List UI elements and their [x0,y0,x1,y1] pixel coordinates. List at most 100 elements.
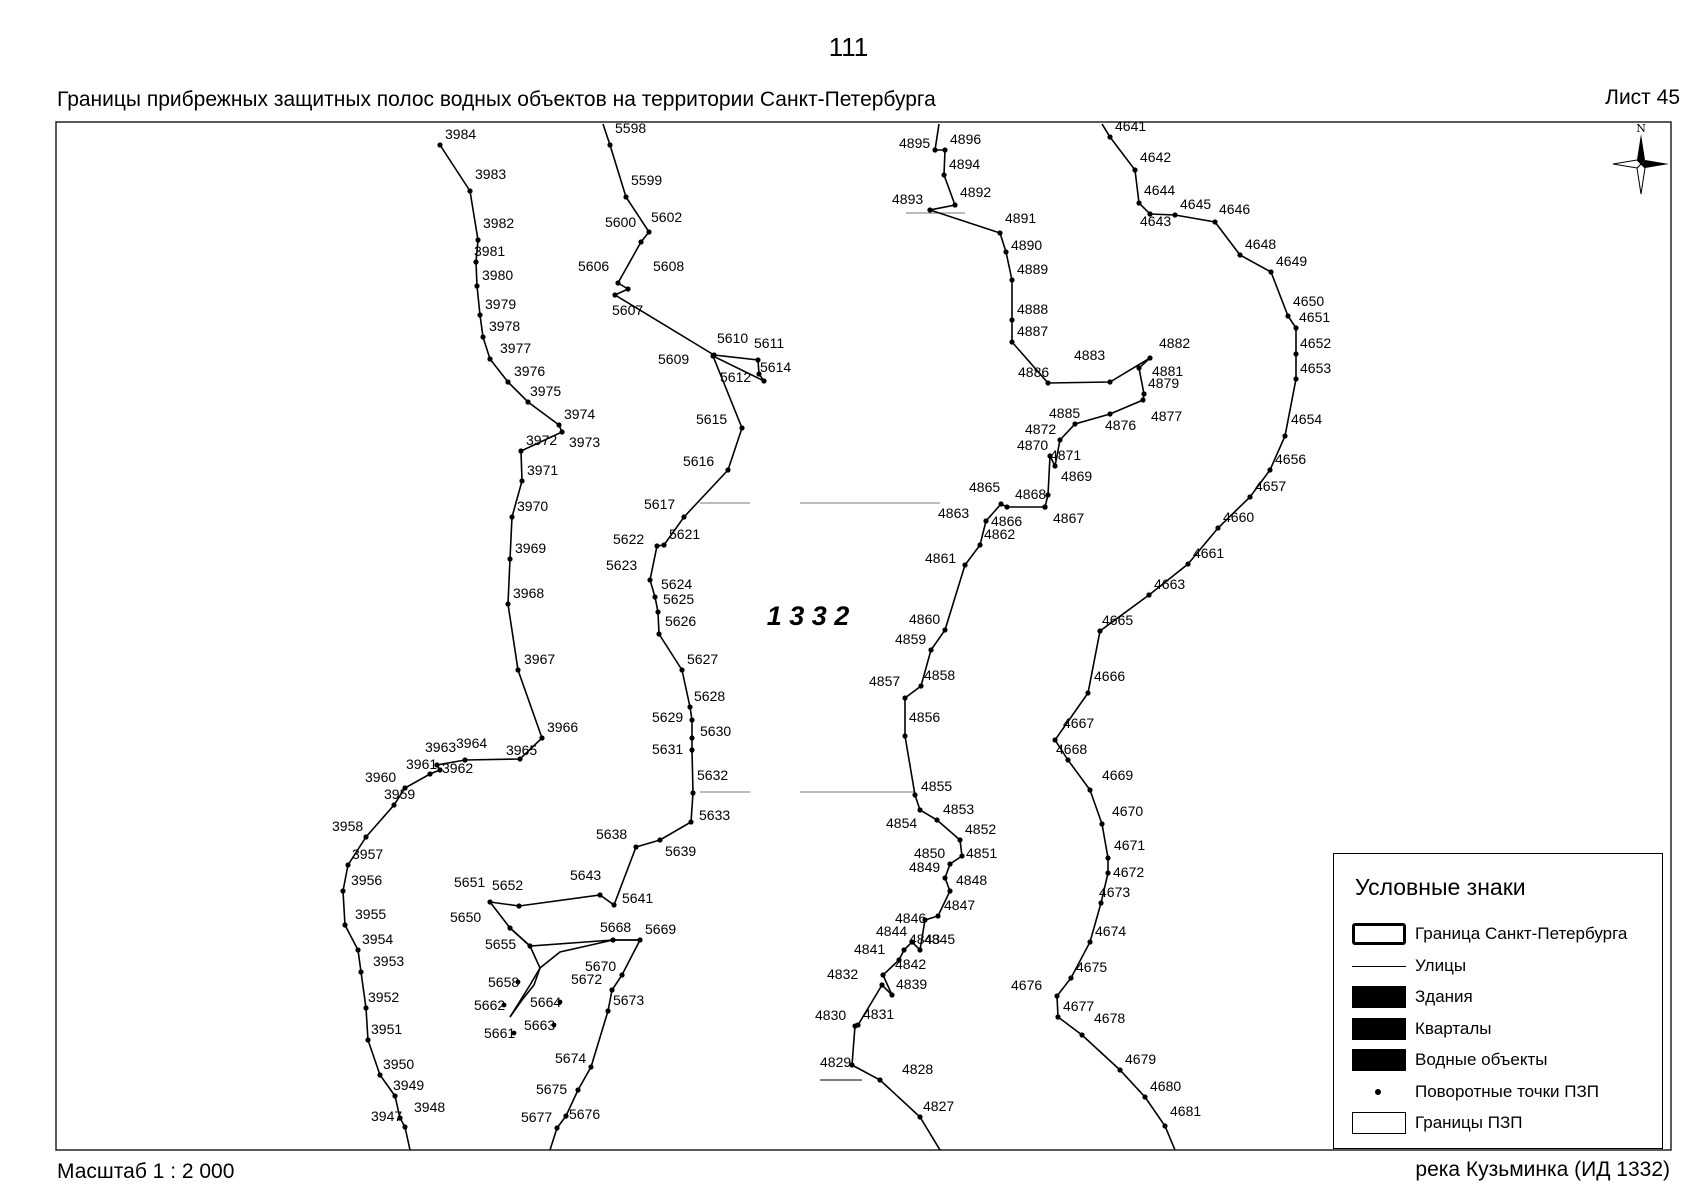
turning-point-4866 [1004,504,1010,510]
turning-point-4652 [1293,351,1299,357]
turning-point-4895 [932,147,938,153]
legend-item-7: Границы ПЗП [1352,1110,1522,1136]
turning-point-3949 [392,1093,398,1099]
turning-point-4843 [901,947,907,953]
point-label-4679: 4679 [1125,1051,1156,1067]
point-label-5600: 5600 [605,214,636,230]
point-label-3961: 3961 [406,756,437,772]
point-label-3955: 3955 [355,906,386,922]
turning-point-4857 [902,695,908,701]
point-label-3957: 3957 [352,846,383,862]
turning-point-4661 [1185,561,1191,567]
turning-point-4891 [997,230,1003,236]
turning-point-3975 [525,399,531,405]
point-label-4895: 4895 [899,135,930,151]
point-label-4894: 4894 [949,156,980,172]
point-label-4889: 4889 [1017,261,1048,277]
point-label-5673: 5673 [613,992,644,1008]
point-label-4870: 4870 [1017,437,1048,453]
turning-point-3948 [397,1115,403,1121]
turning-point-4853 [934,817,940,823]
point-label-5664: 5664 [530,994,561,1010]
fill-symbol-icon [1352,1017,1406,1040]
turning-point-5658 [515,979,521,985]
turning-point-4651 [1293,325,1299,331]
point-label-3975: 3975 [530,383,561,399]
turning-point-5616 [725,467,731,473]
point-label-4646: 4646 [1219,201,1250,217]
point-label-4839: 4839 [896,976,927,992]
point-label-4641: 4641 [1115,118,1146,134]
point-label-4642: 4642 [1140,149,1171,165]
point-label-4856: 4856 [909,709,940,725]
point-label-4829: 4829 [820,1054,851,1070]
point-label-4896: 4896 [950,131,981,147]
point-label-3978: 3978 [489,318,520,334]
point-label-4846: 4846 [895,910,926,926]
turning-point-4882 [1147,355,1153,361]
fill-symbol-icon [1352,986,1406,1008]
turning-point-4869 [1045,492,1051,498]
turning-point-4890 [1003,249,1009,255]
point-label-5676: 5676 [569,1106,600,1122]
turning-point-4668 [1065,757,1071,763]
turning-point-3973 [559,429,565,435]
point-label-4649: 4649 [1276,253,1307,269]
turning-point-5611 [755,357,761,363]
point-label-5616: 5616 [683,453,714,469]
point-label-5609: 5609 [658,351,689,367]
legend-item-3: Здания [1352,984,1473,1010]
turning-point-4674 [1087,939,1093,945]
turning-point-4841 [896,957,902,963]
point-label-3984: 3984 [445,126,476,142]
point-label-5670: 5670 [585,958,616,974]
point-label-4868: 4868 [1015,486,1046,502]
point-label-5617: 5617 [644,496,675,512]
turning-point-4667 [1052,737,1058,743]
point-label-4675: 4675 [1076,959,1107,975]
point-label-4674: 4674 [1095,923,1126,939]
point-label-5663: 5663 [524,1017,555,1033]
turning-point-4644 [1136,200,1142,206]
legend-item-1: Граница Санкт-Петербурга [1352,921,1627,947]
turning-point-4860 [942,627,948,633]
point-label-4828: 4828 [902,1061,933,1077]
point-label-5631: 5631 [652,741,683,757]
point-label-5625: 5625 [663,591,694,607]
turning-point-3969 [507,556,513,562]
point-label-3949: 3949 [393,1077,424,1093]
turning-point-3963 [434,762,440,768]
point-label-4663: 4663 [1154,576,1185,592]
legend-item-label: Поворотные точки ПЗП [1415,1081,1599,1101]
turning-point-3980 [474,283,480,289]
point-label-4643: 4643 [1140,213,1171,229]
turning-point-4844 [909,939,915,945]
border-thick-symbol-icon [1352,923,1406,945]
page-number: 111 [828,32,869,62]
point-label-4861: 4861 [925,550,956,566]
turning-point-3961 [427,771,433,777]
turning-point-5673 [605,1008,611,1014]
turning-point-5663 [551,1022,557,1028]
point-label-3948: 3948 [414,1099,445,1115]
point-label-5638: 5638 [596,826,627,842]
turning-point-4669 [1087,787,1093,793]
point-label-3973: 3973 [569,434,600,450]
point-label-5632: 5632 [697,767,728,783]
turning-point-5643 [597,892,603,898]
point-label-3971: 3971 [527,462,558,478]
street-lines [700,212,965,1081]
turning-point-5675 [575,1087,581,1093]
turning-point-3955 [342,922,348,928]
boundary-lines [340,123,1299,1151]
turning-point-3970 [509,514,515,520]
turning-point-4681 [1162,1123,1168,1129]
point-label-4661: 4661 [1193,545,1224,561]
point-label-5655: 5655 [485,936,516,952]
turning-point-4671 [1105,855,1111,861]
point-label-5641: 5641 [622,890,653,906]
turning-point-4856 [902,733,908,739]
point-label-4867: 4867 [1053,510,1084,526]
turning-point-5631 [689,747,695,753]
point-label-3966: 3966 [547,719,578,735]
